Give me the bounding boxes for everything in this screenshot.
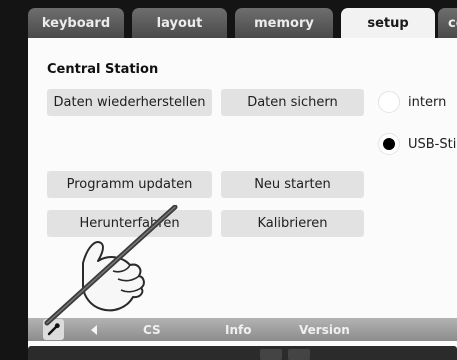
shutdown-button[interactable]: Herunterfahren <box>47 210 212 237</box>
radio-usb[interactable]: USB-Sti <box>378 133 456 155</box>
radio-intern[interactable]: intern <box>378 91 446 113</box>
restart-button[interactable]: Neu starten <box>221 171 364 198</box>
bottom-strip <box>28 346 457 360</box>
section-title: Central Station <box>47 62 159 77</box>
calibrate-button[interactable]: Kalibrieren <box>221 210 364 237</box>
tab-bar: keyboard layout memory setup co <box>0 0 457 38</box>
tab-keyboard[interactable]: keyboard <box>28 8 124 38</box>
bottom-bar: CS Info Version <box>28 318 457 341</box>
tab-partial[interactable]: co <box>438 8 457 38</box>
setup-panel: Central Station Daten wiederherstellen D… <box>28 38 457 360</box>
radio-intern-circle[interactable] <box>378 91 400 113</box>
back-arrow-icon[interactable] <box>91 318 97 341</box>
tab-cs[interactable]: CS <box>143 322 161 337</box>
strip-handle-right[interactable] <box>288 349 310 360</box>
radio-intern-label: intern <box>408 94 447 110</box>
strip-handle-left[interactable] <box>260 349 282 360</box>
radio-usb-circle[interactable] <box>378 133 400 155</box>
tab-info[interactable]: Info <box>225 322 252 337</box>
tab-memory[interactable]: memory <box>235 8 333 38</box>
tab-version[interactable]: Version <box>299 322 350 337</box>
restore-data-button[interactable]: Daten wiederherstellen <box>47 89 212 116</box>
update-program-button[interactable]: Programm updaten <box>47 171 212 198</box>
radio-usb-label: USB-Sti <box>408 136 457 152</box>
tab-setup[interactable]: setup <box>341 8 435 38</box>
tab-layout[interactable]: layout <box>132 8 227 38</box>
radio-selected-dot <box>383 138 395 150</box>
backup-data-button[interactable]: Daten sichern <box>221 89 364 116</box>
wrench-icon[interactable] <box>43 319 64 340</box>
